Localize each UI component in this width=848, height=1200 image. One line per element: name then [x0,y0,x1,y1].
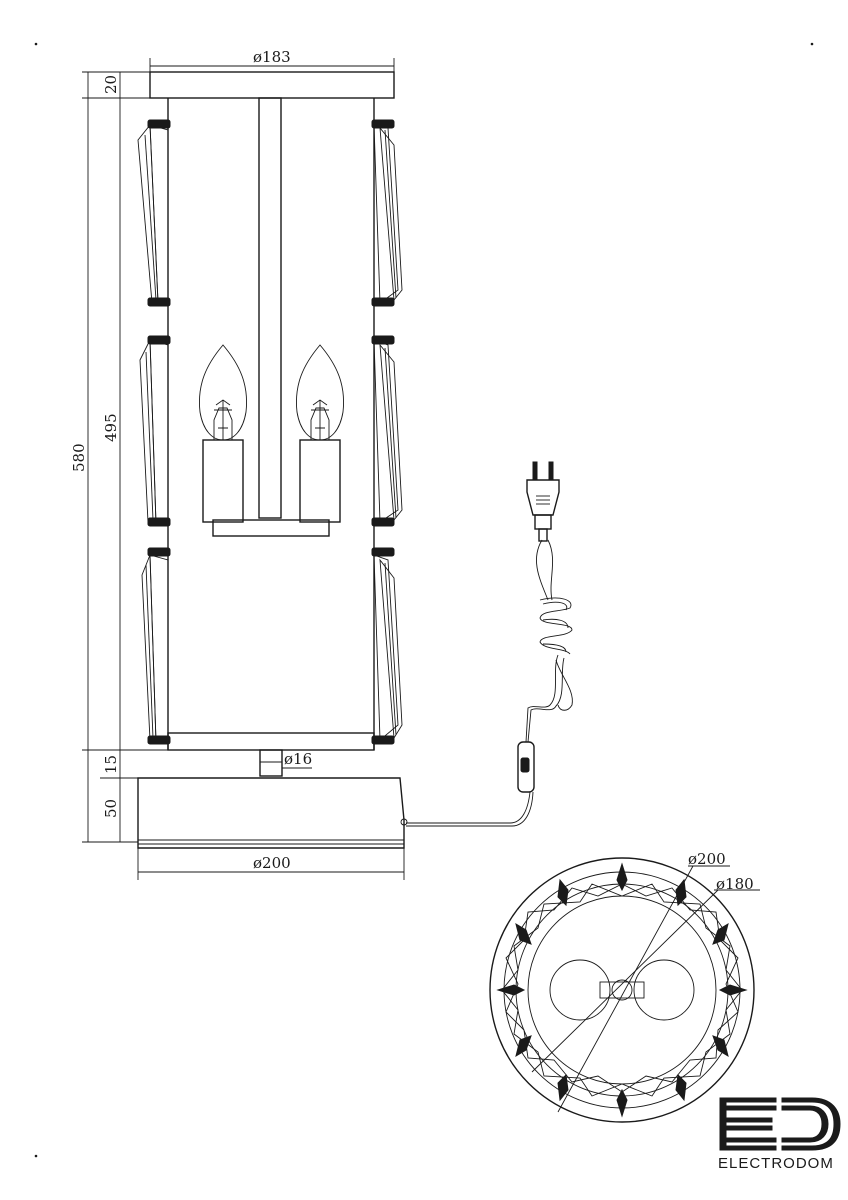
dimension-labels: ø183 20 495 580 15 ø16 50 ø200 [70,48,312,872]
bulb-icon [295,344,345,523]
lamp-top-plan [489,857,760,1123]
top-diameter-label: ø183 [253,48,291,66]
stem-diameter-label: ø16 [284,750,312,768]
base-diameter-label: ø200 [253,854,291,872]
brand-name: ELECTRODOM [718,1155,834,1172]
lamp-side-elevation [137,71,408,849]
plan-inner-diameter-label: ø180 [716,875,754,893]
bulb-icon [198,344,248,523]
power-cord [406,461,573,827]
panel-clips [147,119,395,745]
stem-height-label: 15 [102,755,120,774]
right-crystal-panels [373,124,403,741]
plan-outer-diameter-label: ø200 [688,850,726,868]
electrodom-logo-icon [719,1097,841,1151]
top-height-label: 20 [102,75,120,94]
base-height-label: 50 [102,799,120,818]
cord-switch-icon [517,741,535,793]
shade-height-label: 495 [102,413,120,442]
crystal-tips [496,862,748,1118]
total-height-label: 580 [70,443,88,472]
dimension-lines [82,58,405,880]
power-plug-icon [526,461,560,542]
left-crystal-panels [137,123,169,743]
